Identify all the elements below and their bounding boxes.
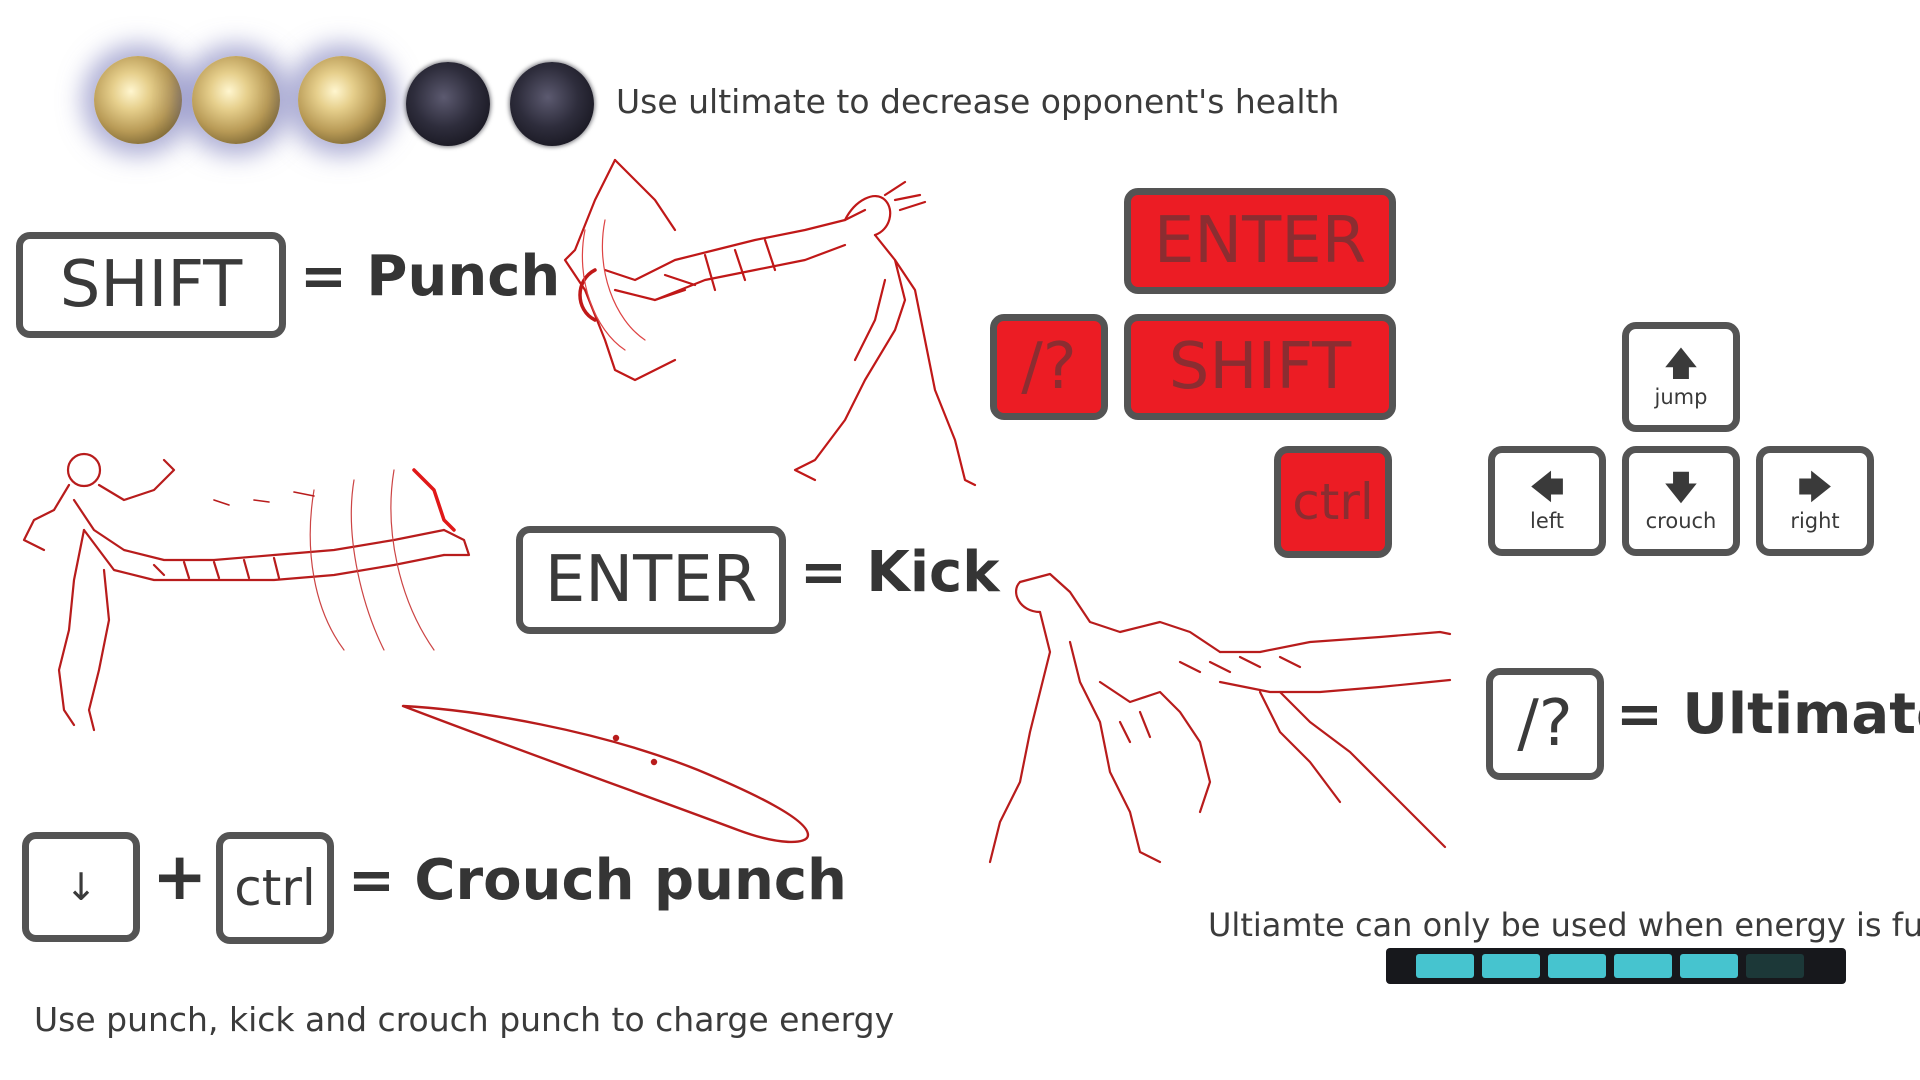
crouch-slash-illustration — [401, 704, 810, 844]
health-orb-4 — [406, 62, 490, 146]
energy-segment-6 — [1746, 954, 1804, 978]
health-orb-5 — [510, 62, 594, 146]
health-caption: Use ultimate to decrease opponent's heal… — [616, 82, 1340, 121]
punch-label: = Punch — [300, 244, 561, 309]
enter-key: ENTER — [516, 526, 786, 634]
jump-label: jump — [1654, 384, 1708, 409]
shift-key: SHIFT — [16, 232, 286, 338]
footer-caption: Use punch, kick and crouch punch to char… — [34, 1000, 895, 1039]
arrow-down-small-icon: ↓ — [65, 865, 97, 909]
shift-key-label: SHIFT — [59, 248, 243, 322]
health-orb-2 — [192, 56, 280, 144]
enter-key-label: ENTER — [544, 543, 758, 617]
slash-key-highlighted-label: /? — [1021, 330, 1077, 404]
health-orb-1 — [94, 56, 182, 144]
arrow-right-key: 🡆 right — [1756, 446, 1874, 556]
ultimate-figure-illustration — [988, 572, 1452, 864]
enter-key-highlighted: ENTER — [1124, 188, 1396, 294]
health-orb-3 — [298, 56, 386, 144]
energy-caption: Ultiamte can only be used when energy is… — [1208, 906, 1920, 944]
ctrl-key-label: ctrl — [234, 859, 316, 917]
ctrl-key-highlighted: ctrl — [1274, 446, 1392, 558]
arrow-left-key: 🡄 left — [1488, 446, 1606, 556]
ctrl-key: ctrl — [216, 832, 334, 944]
plus-sign: + — [152, 838, 208, 915]
energy-segment-5 — [1680, 954, 1738, 978]
energy-segment-3 — [1548, 954, 1606, 978]
enter-key-highlighted-label: ENTER — [1153, 204, 1367, 278]
crouch-label: crouch — [1645, 508, 1717, 533]
slash-key: /? — [1486, 668, 1604, 780]
shift-key-highlighted: SHIFT — [1124, 314, 1396, 420]
left-label: left — [1529, 508, 1564, 533]
right-label: right — [1790, 508, 1840, 533]
arrow-left-icon: 🡄 — [1529, 467, 1565, 508]
slash-key-highlighted: /? — [990, 314, 1108, 420]
arrow-up-key: 🡅 jump — [1622, 322, 1740, 432]
energy-segment-4 — [1614, 954, 1672, 978]
arrow-up-icon: 🡅 — [1663, 343, 1699, 384]
punch-figure-illustration — [563, 158, 977, 487]
kick-label: = Kick — [800, 540, 1000, 605]
energy-segment-1 — [1416, 954, 1474, 978]
slash-key-label: /? — [1517, 687, 1573, 761]
arrow-down-small-key: ↓ — [22, 832, 140, 942]
energy-bar — [1386, 948, 1846, 984]
ctrl-key-highlighted-label: ctrl — [1292, 473, 1374, 531]
arrow-down-icon: 🡇 — [1663, 467, 1699, 508]
crouch-punch-label: = Crouch punch — [348, 848, 847, 913]
ultimate-label: = Ultimate — [1616, 682, 1920, 747]
energy-segment-2 — [1482, 954, 1540, 978]
shift-key-highlighted-label: SHIFT — [1168, 330, 1352, 404]
arrow-down-key: 🡇 crouch — [1622, 446, 1740, 556]
arrow-right-icon: 🡆 — [1797, 467, 1833, 508]
kick-figure-illustration — [22, 452, 471, 732]
